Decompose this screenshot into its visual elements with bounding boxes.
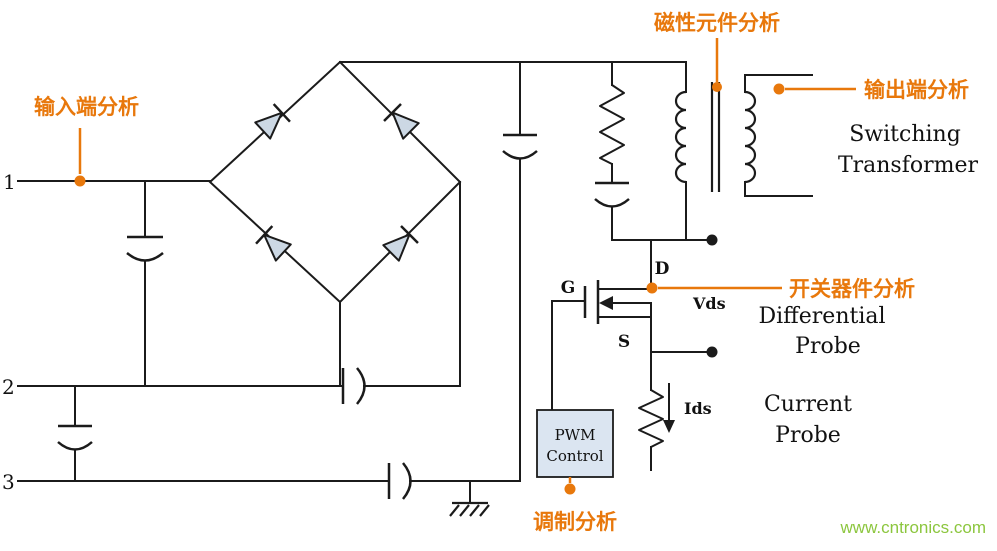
ids-arrow-head [663, 420, 675, 433]
ids-label: Ids [684, 399, 712, 418]
resistors [599, 84, 664, 448]
annotation-modulation: 调制分析 [533, 477, 617, 534]
switch-callout-dot [646, 282, 658, 294]
annotation-switch-device: 开关器件分析 [646, 277, 915, 301]
ids-current-arrow [663, 383, 675, 433]
diode-body [391, 111, 420, 140]
switching-transformer-label-line2: Transformer [838, 153, 979, 178]
annotation-magnetic: 磁性元件分析 [654, 11, 780, 92]
diode-cathode-bar [400, 225, 419, 244]
diode-body [382, 233, 411, 262]
secondary-winding [744, 90, 757, 184]
gate-pin-label: G [561, 278, 576, 298]
input-analysis-label: 输入端分析 [34, 95, 139, 119]
mosfet-symbol [583, 280, 613, 324]
magnetic-callout-dot [712, 82, 722, 92]
diode-top-left [254, 103, 291, 140]
line3-cap [387, 462, 412, 500]
switch-analysis-label: 开关器件分析 [789, 277, 915, 301]
diode-body [263, 233, 292, 262]
bulk-cap [502, 133, 538, 160]
output-analysis-label: 输出端分析 [864, 78, 969, 102]
input-callout-dot [74, 175, 86, 187]
modulation-callout-dot [564, 483, 576, 495]
diode-body [254, 111, 283, 140]
switching-transformer [674, 82, 757, 192]
drain-lead-wire [597, 239, 652, 290]
bridge-diamond-wire [208, 60, 462, 304]
annotation-input: 输入端分析 [34, 95, 139, 187]
differential-probe-label-line1: Differential [758, 304, 885, 329]
pwm-label-line2: Control [546, 447, 603, 465]
output-callout-dot [773, 83, 785, 95]
terminal-2-label: 2 [2, 375, 15, 399]
input-cap-2 [57, 424, 93, 451]
source-pin-label: S [618, 332, 630, 352]
probe-node-source [706, 346, 718, 358]
pwm-box [536, 409, 614, 478]
pwm-label-line1: PWM [555, 426, 596, 444]
secondary-output-wire [744, 74, 813, 197]
input-cap-1 [126, 235, 164, 262]
current-probe-label-line2: Probe [775, 423, 841, 448]
diode-bottom-right [382, 225, 419, 262]
pwm-controller: PWM Control [536, 409, 614, 478]
annotation-output: 输出端分析 [773, 78, 969, 102]
terminal-3-label: 3 [2, 470, 15, 494]
watermark-text: www.cntronics.com [840, 518, 986, 537]
diode-top-right [383, 103, 420, 140]
primary-winding [674, 90, 687, 184]
snubber-cap [594, 181, 630, 208]
capacitors [57, 133, 630, 500]
differential-probe-label-line2: Probe [795, 334, 861, 359]
diode-cathode-bar [255, 225, 274, 245]
ground-hatch [449, 501, 490, 517]
magnetic-analysis-label: 磁性元件分析 [654, 11, 780, 35]
bulk-lead-wire [610, 302, 652, 353]
gate-wire [551, 300, 586, 411]
diode-cathode-bar [272, 103, 291, 123]
probe-node-drain [706, 234, 718, 246]
bridge-rectifier [254, 103, 420, 262]
drain-pin-label: D [655, 259, 670, 279]
diode-bottom-left [255, 225, 292, 262]
ground-symbol [449, 501, 490, 517]
transformer-core [710, 82, 721, 192]
switching-transformer-label-line1: Switching [849, 122, 961, 147]
line2-cap [341, 367, 366, 405]
terminal-1-label: 1 [3, 170, 16, 194]
modulation-analysis-label: 调制分析 [533, 510, 617, 534]
diode-cathode-bar [383, 103, 402, 122]
mosfet-arrow [599, 296, 613, 310]
current-probe-label-line1: Current [764, 392, 852, 417]
shunt-resistor [638, 389, 664, 448]
snubber-resistor [599, 84, 625, 165]
vds-label: Vds [692, 294, 726, 313]
